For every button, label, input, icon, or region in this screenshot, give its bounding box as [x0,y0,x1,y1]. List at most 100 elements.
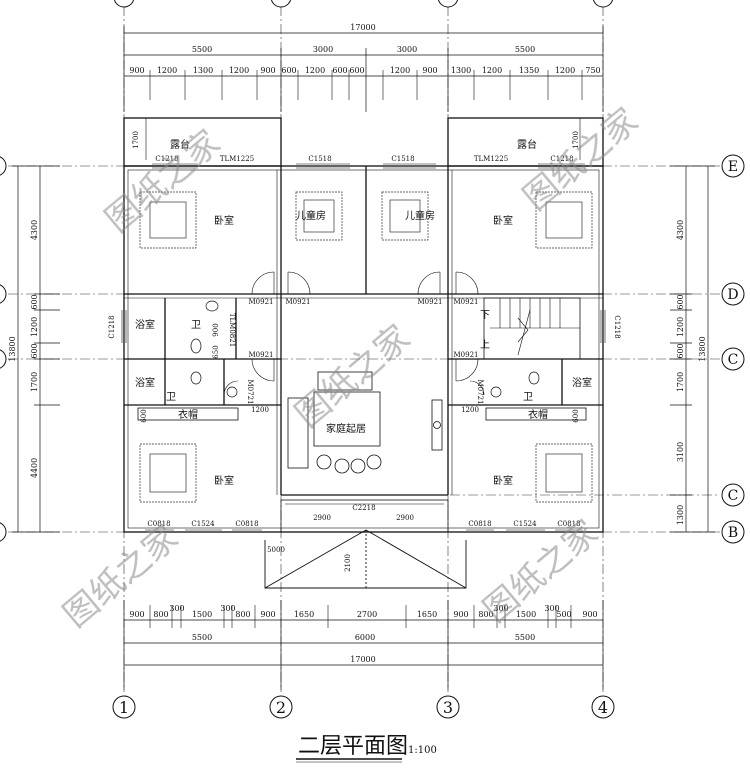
room-bedroom-nw: 卧室 [214,214,234,227]
code-c0818-3: C0818 [468,520,491,528]
dim-bot-d6: 800 [235,610,250,619]
code-c0818-2: C0818 [235,520,258,528]
code-c1218-right-side: C1218 [613,315,621,338]
dim-right-p2: 600 [676,294,685,309]
code-c0818-1: C0818 [147,520,170,528]
stair-up-label: 上 [480,339,490,351]
dim-top-d11: 900 [422,66,437,75]
code-c1524-2: C1524 [513,520,537,528]
dim-top-mid-2: 3000 [313,45,333,54]
dim-left-p6: 4400 [30,458,39,478]
code-c1218-top-left: C1218 [155,155,178,163]
dim-bot-d8: 1650 [294,610,314,619]
beds [139,191,593,503]
dim-porch-width: 5000 [267,546,285,554]
dim-closet-depth-left: 600 [140,409,148,422]
room-wc-right: 卫 [523,392,533,403]
dim-top-d5: 900 [260,66,275,75]
code-m0921-6: M0921 [454,351,479,359]
room-bath-left: 浴室 [135,318,155,331]
axis-bubbles-right [721,154,745,544]
dim-bot-d10: 1650 [417,610,437,619]
dim-porch-depth: 2100 [344,554,352,572]
dim-toilet-w: 650 [212,345,220,358]
dim-closet-left: 1200 [251,406,269,414]
dim-right-total: 13800 [698,336,707,361]
stair-down-label: 下 [480,310,490,321]
room-wardrobe-left: 衣帽 [178,408,198,421]
dim-top-d7: 1200 [305,66,325,75]
dim-top-d3: 1300 [193,66,213,75]
dim-bot-mid-2: 6000 [355,633,375,642]
axis-label-c: C [728,352,739,368]
dim-closet-right: 1200 [461,406,479,414]
room-kids-right: 儿童房 [405,209,435,222]
porch-canopy [264,529,467,589]
code-m0921-5: M0921 [249,351,274,359]
room-wardrobe-right: 衣帽 [528,408,548,421]
dim-bot-d9: 2700 [357,610,377,619]
living-furniture [287,371,443,474]
dim-top-d16: 750 [585,66,600,75]
axis-bubbles-bottom [112,695,615,719]
dim-bot-d2: 800 [153,610,168,619]
axis-label-e: E [728,159,738,175]
dim-left-p4: 600 [30,343,39,358]
room-terrace-left: 露台 [170,138,190,151]
dim-bot-d11: 900 [453,610,468,619]
code-c1218-left-side: C1218 [108,315,116,338]
dim-right-p5: 1700 [676,372,685,392]
dim-right-p1: 4300 [676,220,685,240]
code-m0721-left: M0721 [246,380,254,405]
watermark-3: 图纸之家 [288,318,418,436]
dimension-ticks-bottom [149,605,572,628]
dim-bot-total: 17000 [350,655,375,664]
dim-left-p3: 1200 [30,317,39,337]
dim-terrace-depth-left: 1700 [132,131,140,149]
room-bath-left-2: 浴室 [135,376,155,389]
dim-closet-depth-right: 600 [572,409,580,422]
dim-top-d15: 1200 [555,66,575,75]
code-m0921-4: M0921 [454,298,479,306]
dim-top-d6: 600 [281,66,296,75]
dim-bot-mid-1: 5500 [192,633,212,642]
dim-left-p5: 1700 [30,372,39,392]
room-terrace-right: 露台 [517,138,537,151]
dim-left-p1: 4300 [30,220,39,240]
room-bedroom-se: 卧室 [493,474,513,487]
code-c1524-1: C1524 [191,520,215,528]
dim-top-d9: 600 [349,66,364,75]
dim-bot-d17: 900 [582,610,597,619]
code-c0818-4: C0818 [557,520,580,528]
room-bedroom-ne: 卧室 [493,214,513,227]
door-swings [223,271,485,396]
room-family-hall: 家庭起居 [326,422,366,435]
axis-label-1: 1 [119,698,129,717]
dim-top-d8: 600 [332,66,347,75]
dim-bot-d16: 500 [556,610,571,619]
dim-bot-d12: 800 [478,610,493,619]
dim-top-d12: 1300 [451,66,471,75]
axis-bubbles-left [0,156,7,542]
dim-right-p6: 3100 [676,442,685,462]
dim-balcony-left: 2900 [313,514,331,522]
dim-bot-d5: 300 [220,604,235,613]
code-tlm0821: TLM0821 [228,313,236,347]
dim-bot-d4: 1500 [192,610,212,619]
dim-bot-mid-3: 5500 [515,633,535,642]
dim-top-d14: 1350 [519,66,539,75]
room-kids-left: 儿童房 [296,209,326,222]
dim-bot-d14: 1500 [516,610,536,619]
dim-top-d1: 900 [129,66,144,75]
code-c1518-left: C1518 [308,155,331,163]
code-m0921-2: M0921 [286,298,311,306]
dim-top-d10: 1200 [390,66,410,75]
dim-balcony-right: 2900 [396,514,414,522]
axis-label-3: 3 [443,698,453,717]
dim-left-total: 13800 [8,336,17,361]
dim-toilet-h: 900 [212,323,220,336]
axis-label-d: D [727,287,738,303]
axis-bubbles-top [113,0,614,8]
dim-right-p4: 600 [676,343,685,358]
dim-left-p2: 600 [30,294,39,309]
